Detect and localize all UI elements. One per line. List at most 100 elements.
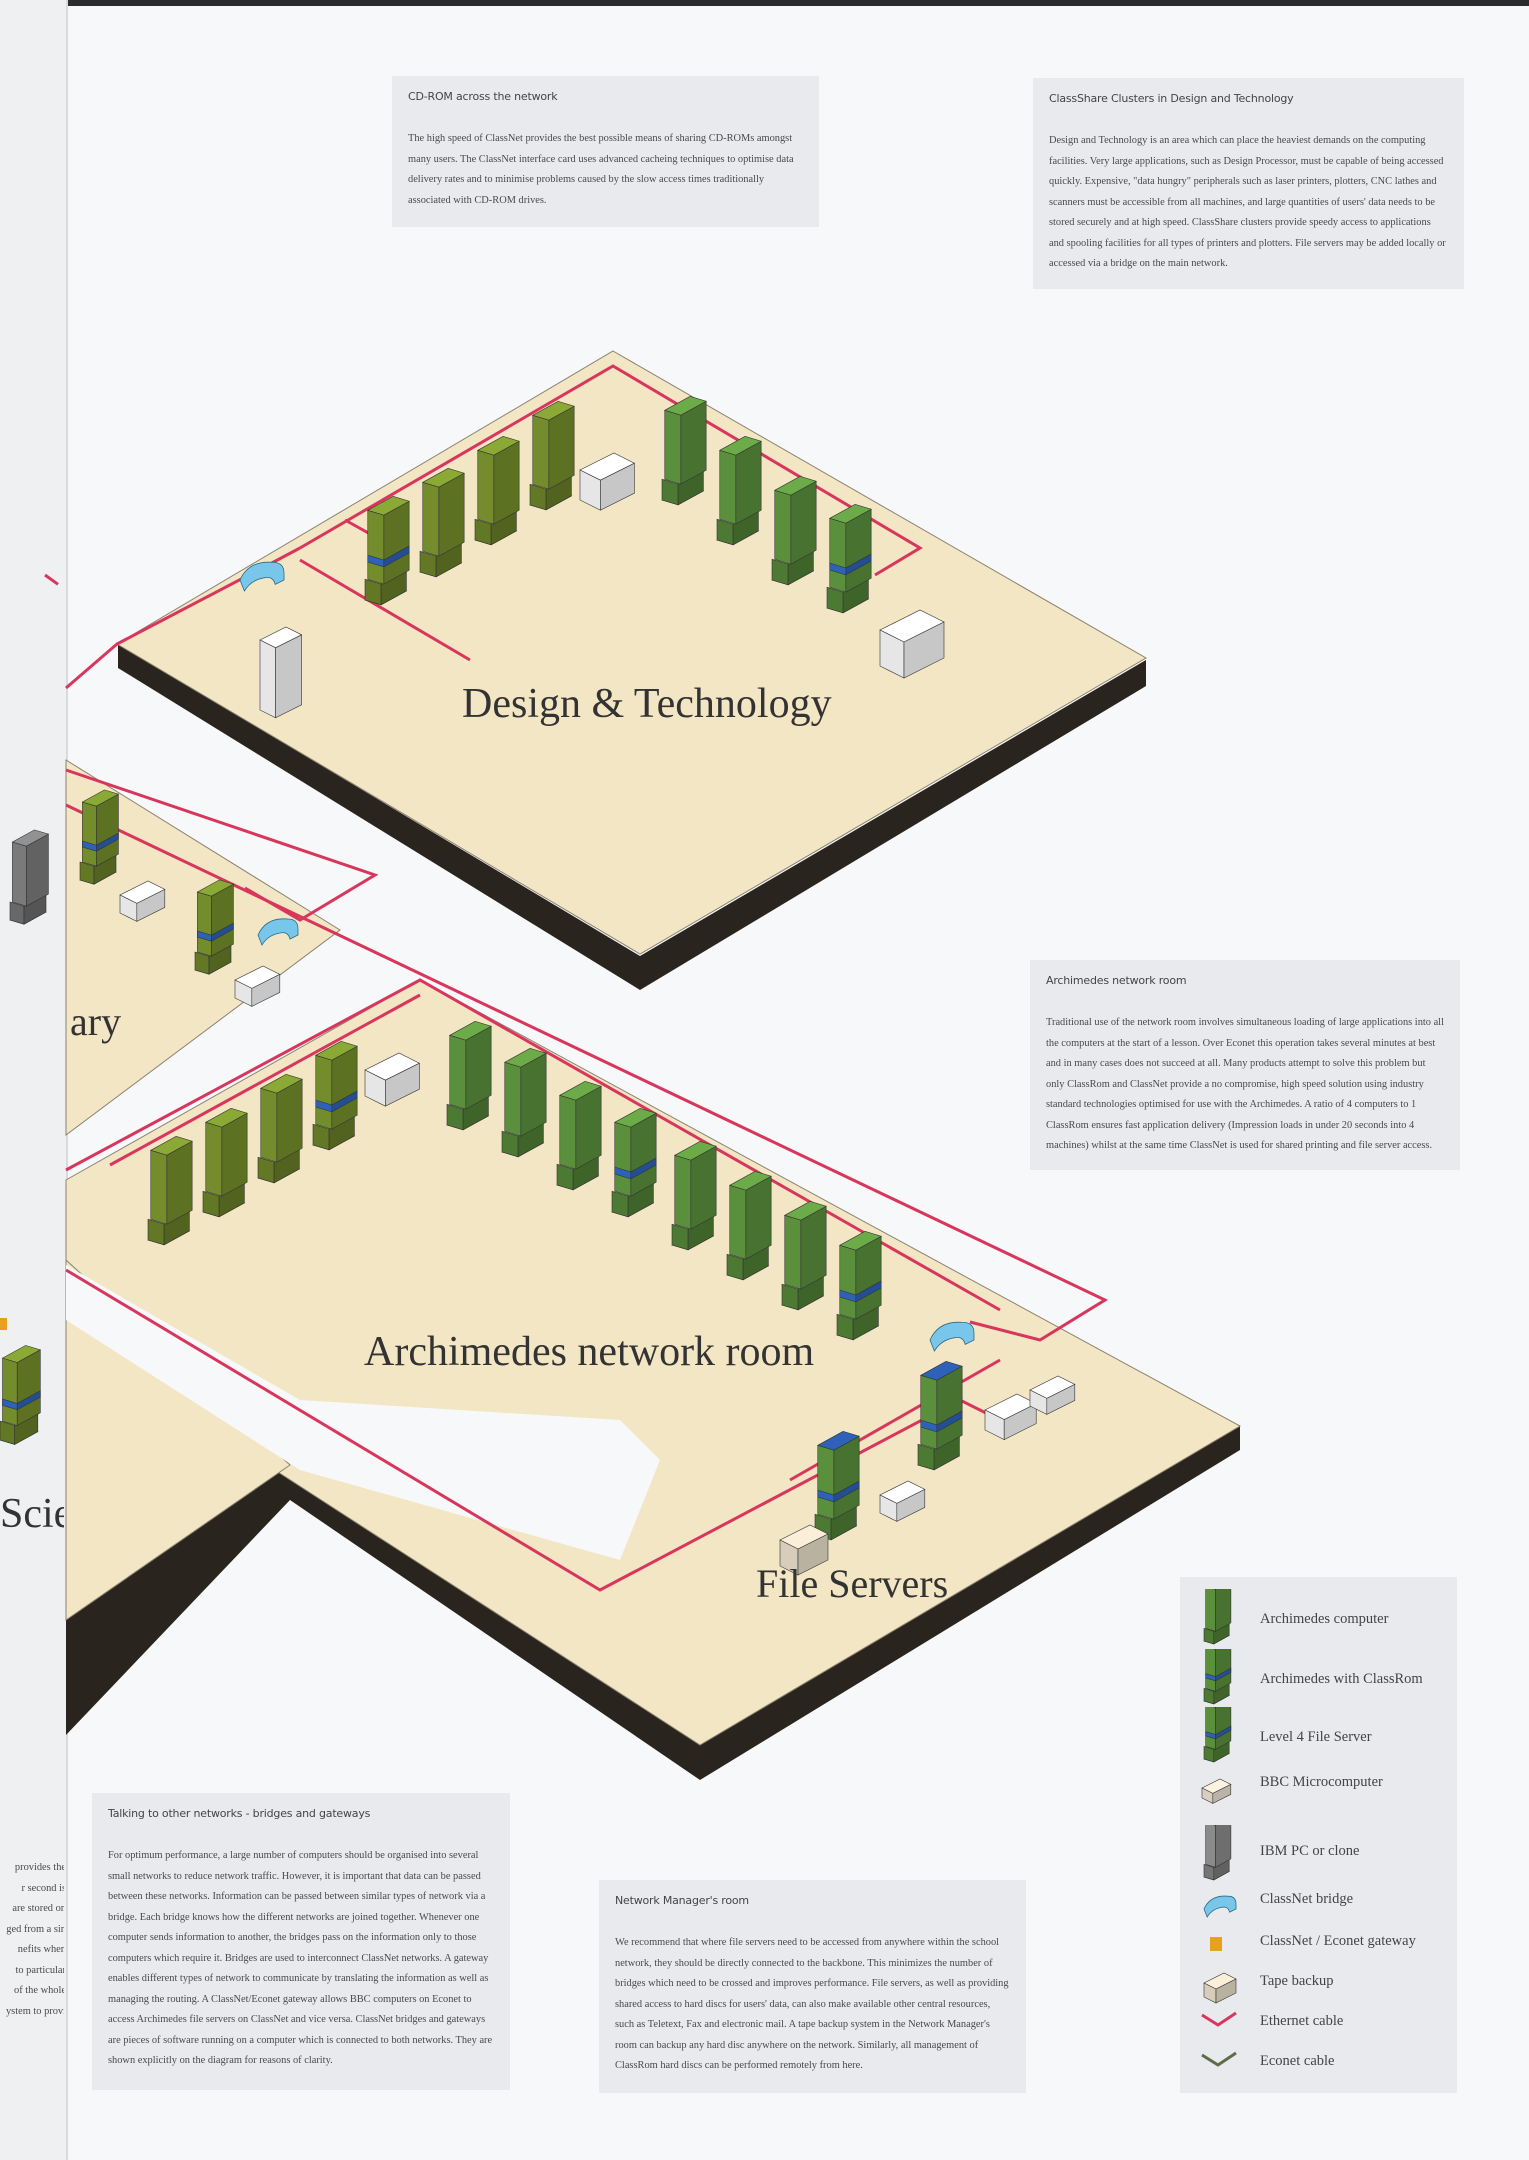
page-top-edge	[0, 0, 1529, 6]
laser-printer-icon	[879, 609, 945, 679]
archimedes-classrom-icon	[1203, 1649, 1232, 1705]
legend-label: Level 4 File Server	[1260, 1729, 1372, 1745]
ethernet-cable-icon	[1201, 2011, 1237, 2027]
classnet-bridge-icon	[1203, 1895, 1237, 1918]
legend-item: ClassNet / Econet gateway	[1180, 1929, 1457, 1979]
panel-title: ClassShare Clusters in Design and Techno…	[1049, 92, 1294, 105]
fragment-line: provides the	[14, 1862, 64, 1873]
legend-item: Archimedes with ClassRom	[1180, 1649, 1457, 1705]
econet-cable-icon	[1201, 2051, 1237, 2067]
fragment-line: nefits when	[17, 1944, 64, 1955]
panel-title: Talking to other networks - bridges and …	[108, 1807, 371, 1820]
panel-body: The high speed of ClassNet provides the …	[408, 133, 794, 206]
classnet-bridge-icon	[239, 561, 285, 592]
legend-item: Tape backup	[1180, 1969, 1457, 2019]
archimedes-computer-icon	[501, 1048, 547, 1158]
legend-item: IBM PC or clone	[1180, 1825, 1457, 1881]
archimedes-classrom-icon	[364, 496, 410, 606]
legend-label: ClassNet bridge	[1260, 1891, 1354, 1907]
bbc-micro-icon	[1201, 1778, 1232, 1804]
panel-body: For optimum performance, a large number …	[108, 1850, 493, 2066]
archimedes-computer-icon	[771, 476, 817, 586]
fragment-line: are stored on	[12, 1903, 64, 1914]
archimedes-classrom-icon	[826, 504, 872, 614]
archimedes-computer-icon	[726, 1171, 772, 1281]
panel-title: Archimedes network room	[1046, 974, 1187, 987]
archimedes-computer-icon	[1203, 1589, 1232, 1645]
room-label-science: Scie	[0, 1491, 64, 1537]
gateway-icon	[0, 1318, 7, 1330]
archimedes-computer-icon	[781, 1201, 827, 1311]
legend-label: BBC Microcomputer	[1260, 1774, 1383, 1790]
archimedes-classrom-icon	[1203, 1649, 1232, 1705]
legend-item: Ethernet cable	[1180, 2009, 1457, 2059]
legend-item: ClassNet bridge	[1180, 1887, 1457, 1937]
archimedes-computer-icon	[474, 436, 520, 546]
legend-label: Econet cable	[1260, 2053, 1335, 2069]
archimedes-computer-icon	[529, 401, 575, 511]
ibm-pc-icon	[1203, 1825, 1232, 1881]
legend-label: IBM PC or clone	[1260, 1843, 1360, 1859]
file-server-icon	[814, 1431, 860, 1541]
legend-item: BBC Microcomputer	[1180, 1770, 1457, 1820]
room-label-design-tech: Design & Technology	[462, 681, 832, 727]
archimedes-computer-icon	[446, 1021, 492, 1131]
left-page-text-fragment: provides the r second is are stored on g…	[0, 1858, 64, 2022]
printer-icon	[234, 965, 281, 1007]
gateway-icon	[1210, 1937, 1222, 1951]
archimedes-classrom-icon	[836, 1231, 882, 1341]
panel-title: Network Manager's room	[615, 1894, 749, 1907]
panel-body: We recommend that where file servers nee…	[615, 1937, 1009, 2071]
panel-body: Traditional use of the network room invo…	[1046, 1017, 1444, 1151]
design-tech-floor	[116, 350, 1147, 955]
archimedes-computer-icon	[661, 396, 707, 506]
tape-backup-icon	[779, 1524, 829, 1576]
panel-bridges-gateways: Talking to other networks - bridges and …	[92, 1793, 510, 2090]
archimedes-computer-icon	[556, 1081, 602, 1191]
ibm-pc-icon	[1203, 1825, 1232, 1881]
ibm-pc-icon	[9, 829, 50, 925]
file-server-icon	[917, 1361, 963, 1471]
tape-backup-icon	[1203, 1972, 1237, 2004]
bbc-micro-icon	[1201, 1778, 1232, 1804]
legend-item: Level 4 File Server	[1180, 1707, 1457, 1763]
classnet-bridge-icon	[929, 1321, 975, 1352]
fragment-line: ystem to provi	[5, 2005, 64, 2017]
plotter-icon	[259, 626, 303, 719]
fragment-line: r second is	[21, 1882, 64, 1894]
archimedes-computer-icon	[419, 468, 465, 578]
panel-cdrom: CD-ROM across the network The high speed…	[392, 76, 819, 227]
legend-label: ClassNet / Econet gateway	[1260, 1933, 1416, 1949]
classnet-bridge-icon	[1203, 1895, 1237, 1918]
cnc-lathe-icon	[579, 452, 636, 511]
panel-body: Design and Technology is an area which c…	[1049, 135, 1446, 269]
archimedes-classrom-icon	[194, 879, 235, 975]
adjacent-page-edge	[0, 0, 68, 2160]
archimedes-computer-icon	[671, 1141, 717, 1251]
legend-item: Econet cable	[1180, 2049, 1457, 2099]
room-label-archimedes: Archimedes network room	[364, 1329, 815, 1375]
legend-label: Archimedes with ClassRom	[1260, 1671, 1423, 1687]
archimedes-computer-icon	[716, 436, 762, 546]
archimedes-computer-icon	[147, 1136, 193, 1246]
archimedes-classrom-icon	[0, 1345, 42, 1445]
archimedes-classrom-icon	[79, 789, 120, 885]
corridor	[66, 1265, 660, 1560]
legend-item: Archimedes computer	[1180, 1589, 1457, 1645]
file-server-icon	[1203, 1707, 1232, 1763]
archimedes-computer-icon	[202, 1108, 248, 1218]
room-label-file-servers: File Servers	[756, 1561, 949, 1606]
fragment-line: of the whole	[14, 1985, 64, 1996]
fragment-line: to particular	[15, 1964, 65, 1976]
file-server-icon	[1203, 1707, 1232, 1763]
archimedes-classrom-icon	[312, 1041, 358, 1151]
fragment-line: ged from a sin	[6, 1923, 64, 1935]
archimedes-floor	[65, 979, 1242, 1746]
legend-label: Tape backup	[1260, 1973, 1334, 1989]
panel-classshare: ClassShare Clusters in Design and Techno…	[1033, 78, 1464, 289]
printer-icon	[119, 880, 166, 922]
room-label-library: ary	[70, 999, 122, 1044]
printer-icon	[879, 1480, 926, 1522]
printer-icon	[1029, 1375, 1076, 1415]
